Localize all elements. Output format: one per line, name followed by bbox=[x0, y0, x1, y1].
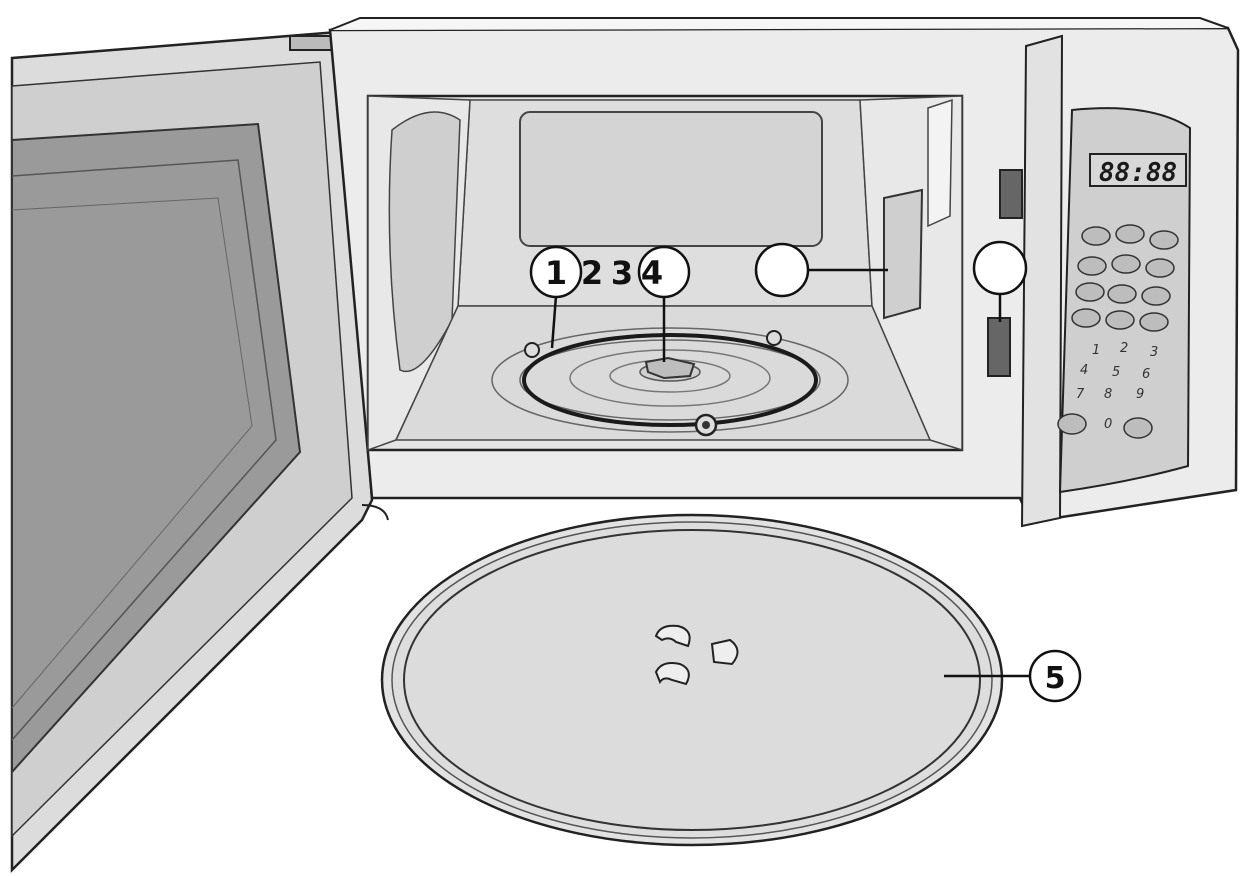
roller-ring-assembly bbox=[491, 327, 849, 437]
door bbox=[10, 30, 389, 874]
callout-interlock-circle bbox=[972, 240, 1028, 296]
cavity-left-bulge bbox=[388, 111, 461, 373]
tray-inner-rim bbox=[403, 529, 981, 831]
roller-wheel-right bbox=[766, 330, 782, 346]
cavity-right-slot bbox=[927, 98, 953, 228]
roller-wheel-left bbox=[524, 342, 540, 358]
key-1: 1 bbox=[1092, 343, 1100, 358]
key-7: 7 bbox=[1076, 387, 1085, 402]
waveguide-cover bbox=[883, 188, 924, 320]
callout-3: 3 bbox=[611, 254, 633, 292]
stop-button bbox=[1057, 413, 1087, 435]
callout-4-circle bbox=[637, 245, 691, 299]
interlock-lower bbox=[987, 317, 1011, 377]
key-2: 2 bbox=[1120, 341, 1128, 356]
callout-4: 4 bbox=[641, 254, 663, 292]
keypad: 1 2 3 4 5 6 7 8 9 0 bbox=[1076, 341, 1158, 432]
callouts: 1 2 3 4 5 bbox=[529, 240, 1082, 703]
leader-lines bbox=[550, 268, 1030, 678]
interlock-upper bbox=[999, 169, 1023, 219]
key-8: 8 bbox=[1104, 387, 1112, 402]
display-readout: 88:88 bbox=[1099, 158, 1177, 188]
callout-1-circle bbox=[529, 245, 583, 299]
cabinet-top bbox=[329, 17, 1229, 31]
door-window bbox=[11, 122, 302, 775]
tray-lug-2 bbox=[654, 662, 690, 686]
glass-tray bbox=[380, 513, 1004, 847]
panel-edge bbox=[1020, 34, 1064, 528]
callout-5: 5 bbox=[1045, 661, 1066, 696]
display-window bbox=[1089, 153, 1187, 187]
turntable-coupler bbox=[644, 356, 696, 380]
tray-lug-1 bbox=[654, 624, 691, 648]
key-6: 6 bbox=[1142, 367, 1150, 382]
leader-1 bbox=[550, 295, 558, 349]
control-panel: 88:88 1 2 3 4 5 6 7 8 9 0 bbox=[1020, 34, 1192, 528]
key-4: 4 bbox=[1080, 363, 1088, 378]
callout-waveguide-circle bbox=[754, 242, 810, 298]
key-0: 0 bbox=[1104, 417, 1112, 432]
cavity-back-panel bbox=[519, 111, 823, 247]
key-3: 3 bbox=[1150, 345, 1158, 360]
roller-ring bbox=[522, 333, 818, 427]
door-hinge-bottom bbox=[361, 504, 389, 521]
start-button bbox=[1123, 417, 1153, 439]
key-5: 5 bbox=[1112, 365, 1120, 380]
function-buttons bbox=[1071, 224, 1179, 332]
key-9: 9 bbox=[1136, 387, 1144, 402]
tray-lug-3 bbox=[710, 638, 739, 666]
callout-1: 1 bbox=[545, 254, 567, 292]
callout-2: 2 bbox=[581, 254, 603, 292]
callout-5-circle bbox=[1028, 649, 1082, 703]
